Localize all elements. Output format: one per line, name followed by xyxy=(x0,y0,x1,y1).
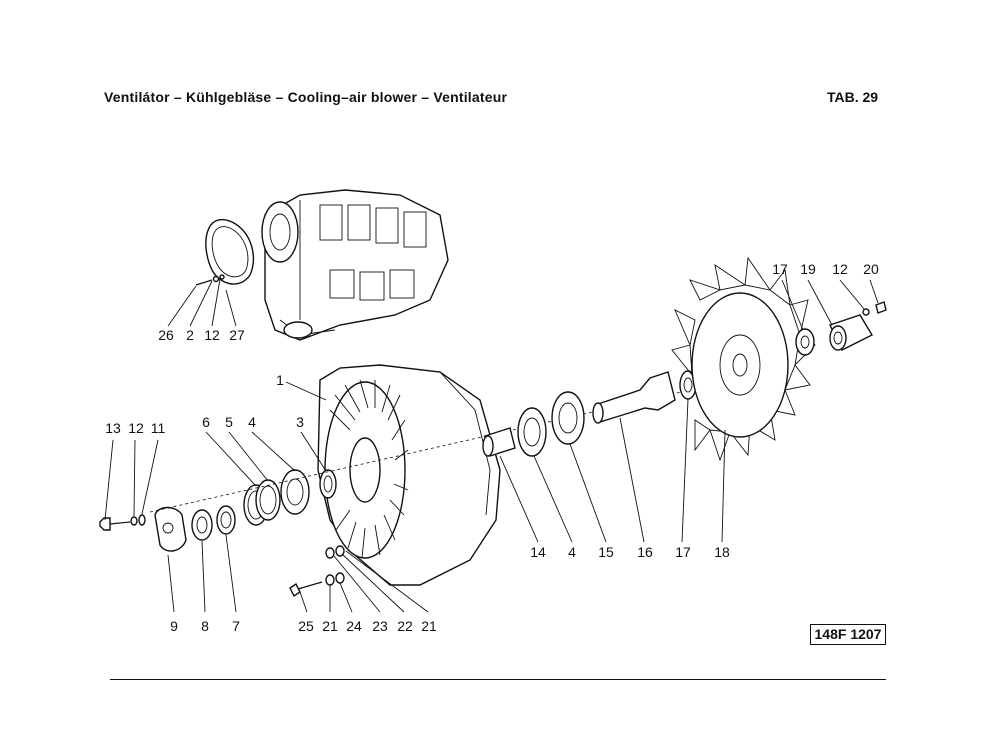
callout-25: 25 xyxy=(298,618,314,634)
callout-12: 12 xyxy=(832,261,848,277)
callout-6: 6 xyxy=(202,414,210,430)
callout-2: 2 xyxy=(186,327,194,343)
callout-12: 12 xyxy=(204,327,220,343)
callout-1: 1 xyxy=(276,372,284,388)
engine-illustration xyxy=(261,189,449,341)
callout-3: 3 xyxy=(296,414,304,430)
callout-8: 8 xyxy=(201,618,209,634)
callout-5: 5 xyxy=(225,414,233,430)
callout-23: 23 xyxy=(372,618,388,634)
hub-parts xyxy=(795,301,887,356)
callout-20: 20 xyxy=(863,261,879,277)
gasket-ring xyxy=(205,219,255,285)
assembly-axis xyxy=(149,389,691,513)
callout-17: 17 xyxy=(772,261,788,277)
left-parts xyxy=(99,469,337,552)
bottom-rule xyxy=(110,679,886,680)
blower-housing xyxy=(317,364,501,586)
callout-19: 19 xyxy=(800,261,816,277)
callout-4: 4 xyxy=(568,544,576,560)
page-title: Ventilátor – Kühlgebläse – Cooling–air b… xyxy=(104,89,508,105)
callout-26: 26 xyxy=(158,327,174,343)
callout-21: 21 xyxy=(322,618,338,634)
callout-18: 18 xyxy=(714,544,730,560)
callout-labels: 26 2 12 27 1 13 12 11 6 5 4 3 9 8 7 25 2… xyxy=(105,261,879,634)
callout-13: 13 xyxy=(105,420,121,436)
callout-16: 16 xyxy=(637,544,653,560)
callout-9: 9 xyxy=(170,618,178,634)
lower-bolt-set xyxy=(289,545,345,598)
callout-24: 24 xyxy=(346,618,362,634)
callout-14: 14 xyxy=(530,544,546,560)
callout-22: 22 xyxy=(397,618,413,634)
callout-4: 4 xyxy=(248,414,256,430)
fan-wheel xyxy=(671,256,816,462)
leader-lines xyxy=(104,278,879,613)
callout-17: 17 xyxy=(675,544,691,560)
callout-12: 12 xyxy=(128,420,144,436)
bolt-26 xyxy=(195,274,225,286)
shaft-assembly xyxy=(482,371,676,457)
callout-11: 11 xyxy=(151,420,166,436)
callout-27: 27 xyxy=(229,327,245,343)
callout-21: 21 xyxy=(421,618,437,634)
table-number: TAB. 29 xyxy=(827,89,879,105)
callout-15: 15 xyxy=(598,544,614,560)
callout-7: 7 xyxy=(232,618,240,634)
reference-code-box: 148F 1207 xyxy=(810,624,886,645)
